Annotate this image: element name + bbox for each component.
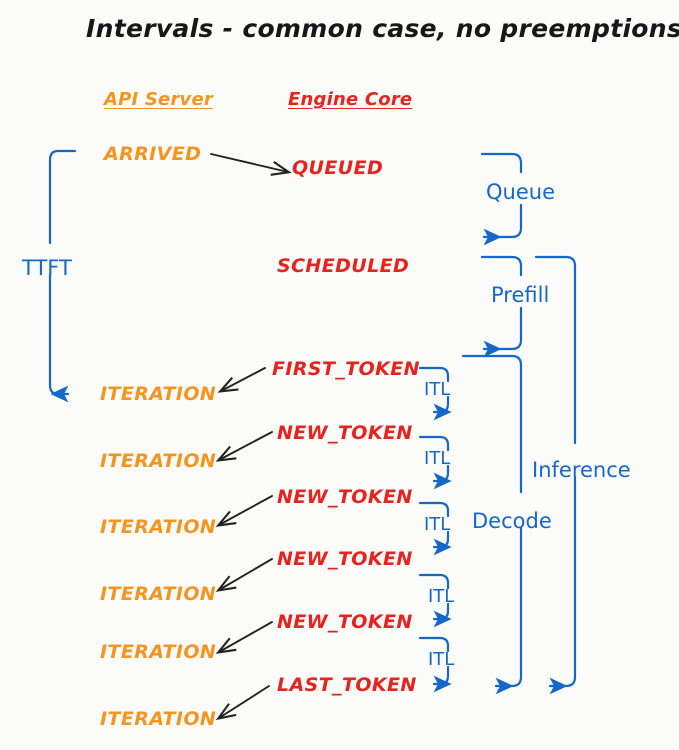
page-title: Intervals - common case, no preemptions xyxy=(86,14,679,43)
engine-event-first-token: FIRST_TOKEN xyxy=(272,358,420,380)
interval-label-inference: Inference xyxy=(532,458,631,482)
interval-label-itl: ITL xyxy=(424,448,451,469)
ttft-bracket xyxy=(48,149,77,403)
column-header-engine-core: Engine Core xyxy=(288,89,413,110)
api-event-iteration: ITERATION xyxy=(100,450,217,472)
queue-bracket xyxy=(480,152,523,246)
interval-label-queue: Queue xyxy=(486,180,555,204)
api-event-arrived: ARRIVED xyxy=(104,143,202,165)
interval-label-itl: ITL xyxy=(428,649,455,670)
api-event-iteration: ITERATION xyxy=(100,641,217,663)
engine-event-new-token: NEW_TOKEN xyxy=(277,486,413,508)
api-event-iteration: ITERATION xyxy=(100,383,217,405)
engine-event-last-token: LAST_TOKEN xyxy=(277,674,417,696)
decode-bracket xyxy=(461,354,523,695)
inference-bracket xyxy=(534,255,577,695)
interval-label-prefill: Prefill xyxy=(491,283,550,307)
interval-label-itl: ITL xyxy=(424,514,451,535)
api-event-iteration: ITERATION xyxy=(100,583,217,605)
interval-label-itl: ITL xyxy=(424,379,451,400)
engine-event-new-token: NEW_TOKEN xyxy=(277,548,413,570)
engine-event-new-token: NEW_TOKEN xyxy=(277,422,413,444)
interval-label-decode: Decode xyxy=(472,509,552,533)
engine-event-scheduled: SCHEDULED xyxy=(277,255,410,277)
itl-brackets xyxy=(418,366,452,693)
prefill-bracket xyxy=(480,255,523,358)
interval-label-itl: ITL xyxy=(428,586,455,607)
state-transition-arrows xyxy=(210,153,288,718)
api-event-iteration: ITERATION xyxy=(100,708,217,730)
column-header-api-server: API Server xyxy=(104,89,213,110)
engine-event-queued: QUEUED xyxy=(292,157,384,179)
interval-label-ttft: TTFT xyxy=(22,256,72,280)
engine-event-new-token: NEW_TOKEN xyxy=(277,611,413,633)
api-event-iteration: ITERATION xyxy=(100,516,217,538)
